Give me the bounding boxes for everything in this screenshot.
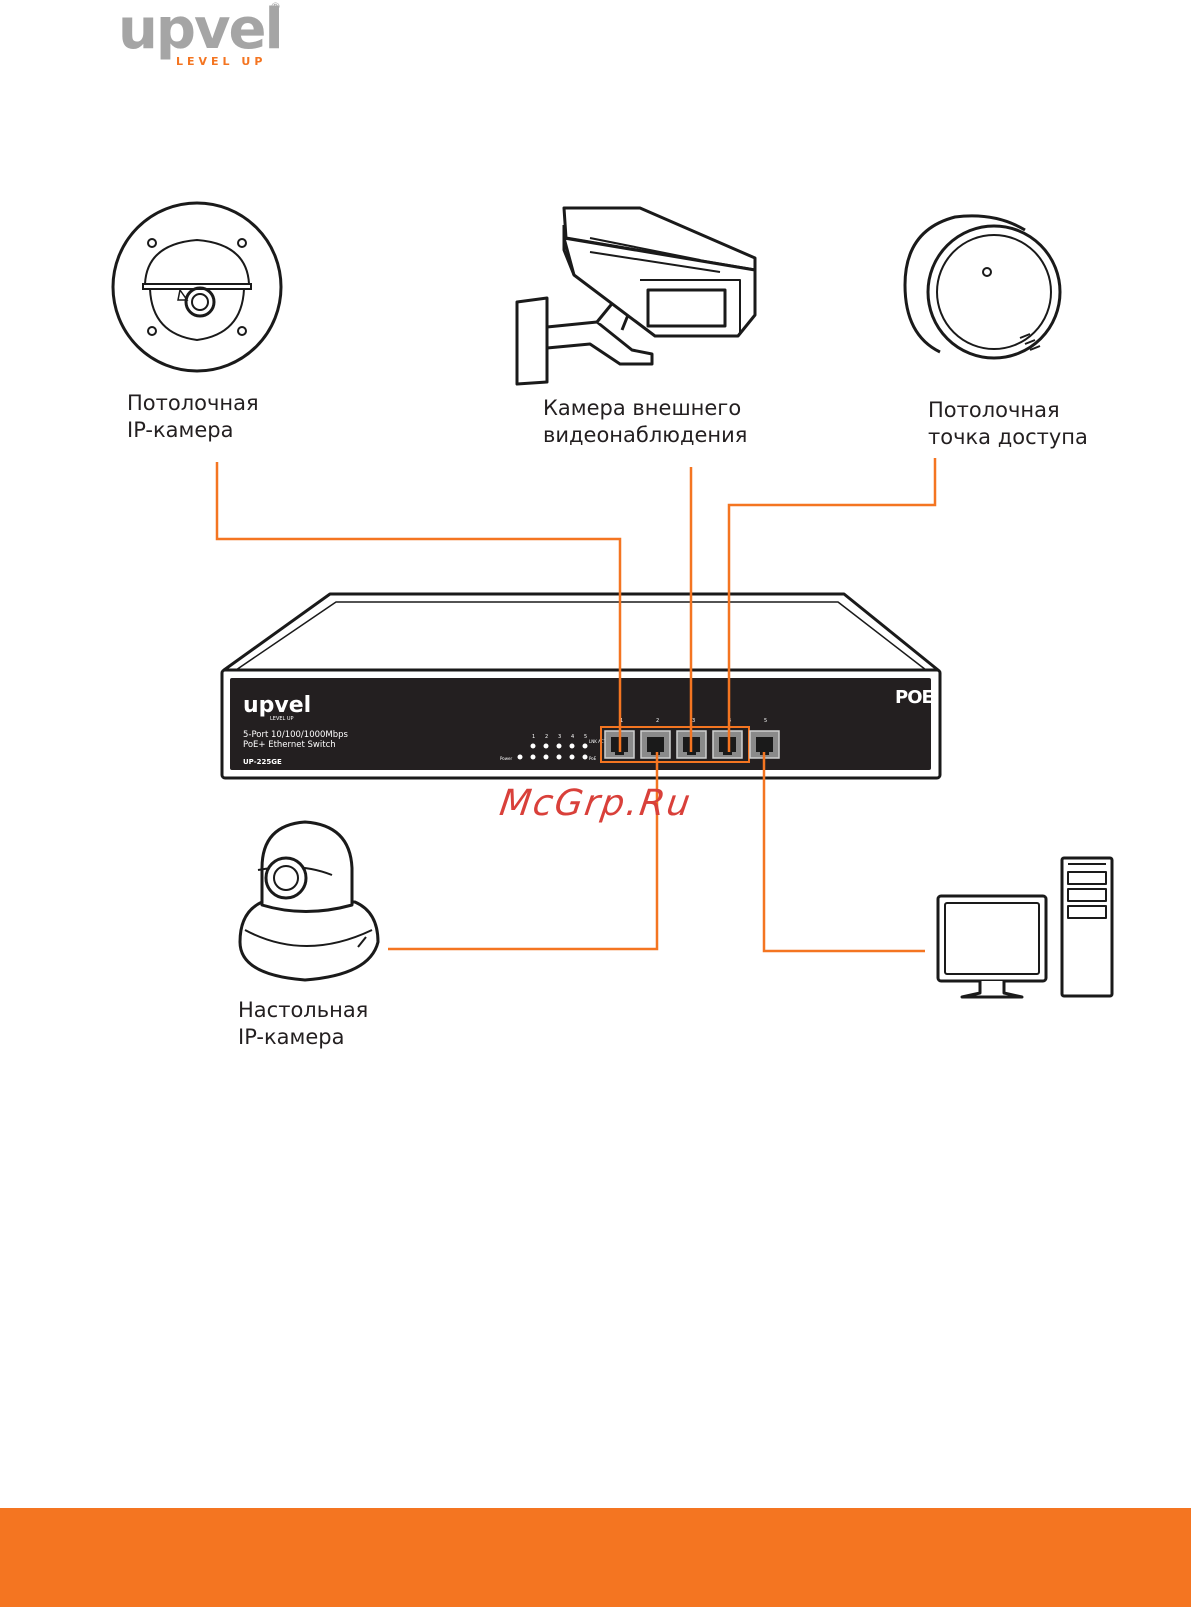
ethernet-port[interactable] bbox=[641, 731, 670, 758]
lnk-act-label: LNK ACT bbox=[589, 739, 607, 744]
port-number: 5 bbox=[764, 718, 767, 724]
dome-camera-icon bbox=[113, 203, 281, 371]
port-number: 3 bbox=[692, 718, 695, 724]
switch-brand-tag: LEVEL UP bbox=[270, 716, 294, 722]
outdoor-camera-icon bbox=[517, 208, 755, 384]
link-computer bbox=[764, 752, 925, 951]
caption-line: IP-камера bbox=[127, 417, 259, 444]
switch-top-panel bbox=[224, 594, 938, 670]
poe-badge: POE bbox=[895, 687, 933, 708]
caption-ceiling-ap: Потолочная точка доступа bbox=[928, 397, 1088, 451]
led-number: 1 bbox=[532, 734, 535, 740]
led-number: 2 bbox=[545, 734, 548, 740]
caption-line: точка доступа bbox=[928, 424, 1088, 451]
link-desktop-camera bbox=[388, 752, 657, 949]
switch-desc-line2: PoE+ Ethernet Switch bbox=[243, 740, 336, 750]
ethernet-port[interactable] bbox=[713, 731, 742, 758]
switch-front-panel: upvel LEVEL UP 5-Port 10/100/1000Mbps Po… bbox=[222, 670, 940, 778]
caption-ceiling-camera: Потолочная IP-камера bbox=[127, 390, 259, 444]
port-number: 2 bbox=[656, 718, 659, 724]
switch-model: UP-225GE bbox=[243, 758, 282, 766]
switch-desc-line1: 5-Port 10/100/1000Mbps bbox=[243, 730, 349, 740]
watermark: McGrp.Ru bbox=[497, 783, 694, 824]
poe-label: PoE bbox=[589, 756, 597, 761]
caption-desktop-camera: Настольная IP-камера bbox=[238, 997, 368, 1051]
desktop-computer-icon bbox=[938, 858, 1112, 997]
ptz-camera-icon bbox=[240, 822, 378, 980]
led-number: 4 bbox=[571, 734, 574, 740]
caption-line: Потолочная bbox=[127, 390, 259, 417]
led-number: 5 bbox=[584, 734, 587, 740]
caption-line: Настольная bbox=[238, 997, 368, 1024]
caption-line: видеонаблюдения bbox=[543, 422, 747, 449]
caption-outdoor-camera: Камера внешнего видеонаблюдения bbox=[543, 395, 747, 449]
caption-line: Камера внешнего bbox=[543, 395, 747, 422]
power-label: Power bbox=[500, 756, 512, 761]
footer-band bbox=[0, 1508, 1191, 1607]
caption-line: IP-камера bbox=[238, 1024, 368, 1051]
ceiling-access-point-icon bbox=[905, 216, 1060, 358]
caption-line: Потолочная bbox=[928, 397, 1088, 424]
led-number: 3 bbox=[558, 734, 561, 740]
switch-brand: upvel bbox=[243, 693, 311, 718]
